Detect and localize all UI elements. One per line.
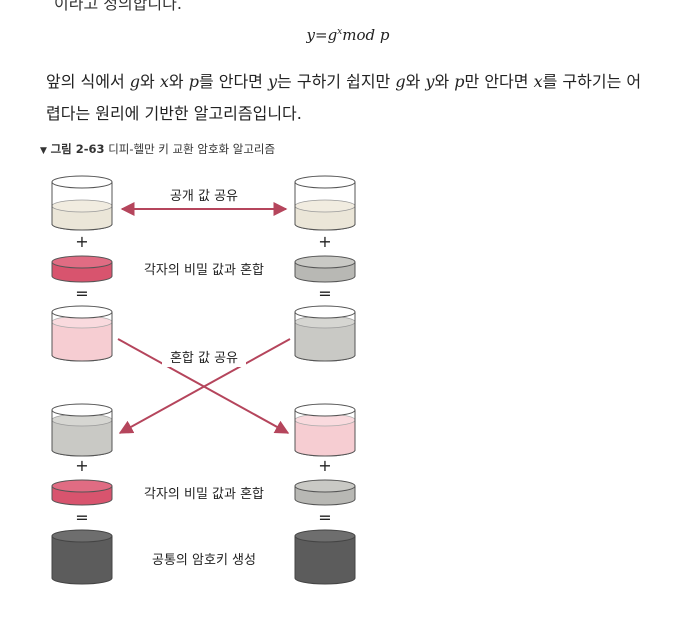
- mixed-container-left: [51, 305, 113, 362]
- equals-sign: =: [75, 508, 88, 527]
- text-segment: 렵다는 원리에 기반한 알고리즘입니다.: [46, 104, 302, 123]
- public-container-left: [51, 175, 113, 231]
- text-segment: 와: [140, 72, 160, 91]
- mixed-container-right: [294, 305, 356, 362]
- formula-lhs: y: [306, 26, 315, 44]
- share-mixed-label: 혼합 값 공유: [170, 351, 238, 366]
- public-container-right: [294, 175, 356, 231]
- text-segment: 를 안다면: [198, 72, 268, 91]
- formula-exponent: x: [337, 27, 343, 37]
- formula-rest: mod p: [342, 26, 390, 44]
- caption-triangle-icon: ▼: [40, 146, 47, 156]
- text-segment: 와: [168, 72, 189, 91]
- var-p: p: [454, 72, 465, 91]
- var-x: x: [533, 72, 543, 91]
- received-container-right: [294, 403, 356, 457]
- text-segment: 를 구하기는 어: [542, 72, 642, 91]
- secret-disc-right-2: [294, 479, 356, 506]
- plus-sign: +: [318, 456, 331, 475]
- mix-secret-label: 각자의 비밀 값과 혼합: [144, 263, 264, 278]
- clipped-text-line: 이라고 정의합니다.: [54, 0, 182, 13]
- plus-sign: +: [75, 232, 88, 251]
- received-container-left: [51, 403, 113, 457]
- equals-sign: =: [318, 284, 331, 303]
- var-y: y: [268, 72, 278, 91]
- var-x: x: [159, 72, 169, 91]
- figure-number: 그림 2-63: [50, 142, 105, 156]
- text-segment: 는 구하기 쉽지만: [277, 72, 396, 91]
- formula-base: g: [327, 26, 338, 44]
- formula: y=gxmod p: [306, 26, 390, 44]
- secret-disc-left-2: [51, 479, 113, 506]
- common-key-container-right: [294, 529, 356, 585]
- common-key-container-left: [51, 529, 113, 585]
- figure-caption: ▼ 그림 2-63 디피-헬만 키 교환 암호화 알고리즘: [40, 141, 275, 157]
- var-g: g: [395, 72, 406, 91]
- var-g: g: [129, 72, 141, 91]
- plus-sign: +: [318, 232, 331, 251]
- share-public-label: 공개 값 공유: [170, 189, 238, 204]
- equals-sign: =: [318, 508, 331, 527]
- secret-disc-right: [294, 255, 356, 283]
- var-p: p: [188, 72, 199, 91]
- var-y: y: [425, 72, 435, 91]
- mix-secret-label-2: 각자의 비밀 값과 혼합: [144, 487, 264, 502]
- text-segment: 와: [405, 72, 426, 91]
- equals-sign: =: [75, 284, 88, 303]
- label-background: [162, 347, 246, 367]
- body-paragraph: 앞의 식에서 g와 x와 p를 안다면 y는 구하기 쉽지만 g와 y와 p만 …: [46, 66, 666, 130]
- common-key-label: 공통의 암호키 생성: [152, 553, 256, 568]
- secret-disc-left: [51, 255, 113, 283]
- text-segment: 앞의 식에서: [46, 72, 130, 91]
- text-segment: 만 안다면: [464, 72, 534, 91]
- figure-title: 디피-헬만 키 교환 암호화 알고리즘: [108, 142, 276, 156]
- cross-arrow-to-left: [118, 338, 291, 434]
- text-segment: 와: [434, 72, 455, 91]
- plus-sign: +: [75, 456, 88, 475]
